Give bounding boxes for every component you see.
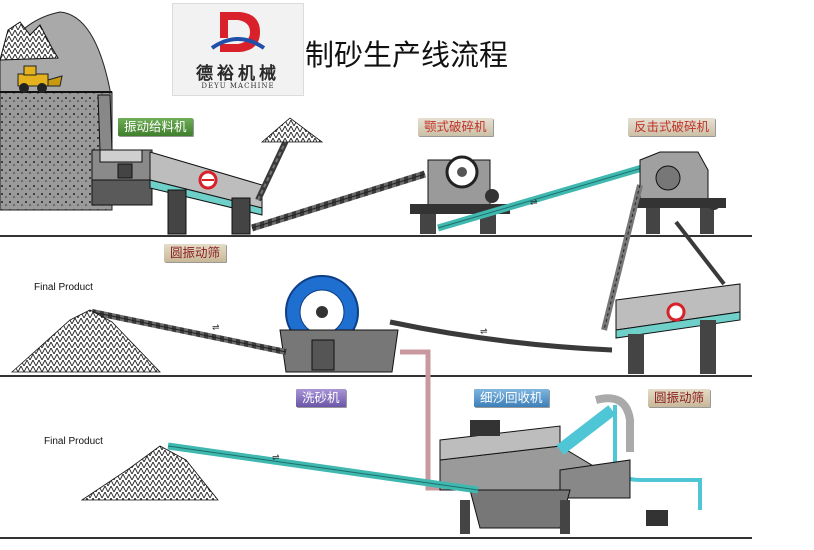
fine-sand-recycler: [439, 394, 668, 534]
final-product-label-1: Final Product: [34, 282, 93, 293]
label-sand-washer: 洗砂机: [296, 389, 346, 407]
conveyor-to-final-product-1: ⇌: [91, 309, 287, 355]
conveyor-to-impact-crusher: ⇌: [437, 164, 643, 232]
sand-washer: [279, 275, 399, 373]
diagram-title: 制砂生产线流程: [305, 38, 509, 72]
svg-text:⇌: ⇌: [530, 198, 538, 208]
svg-text:⇌: ⇌: [272, 453, 280, 463]
label-vibrating-screen-2: 圆振动筛: [648, 389, 711, 407]
jaw-crusher: [410, 155, 510, 234]
wheel-loader: [17, 65, 63, 93]
vibrating-screen-middle: [615, 283, 741, 374]
logo-brand-cn: 德裕机械: [196, 64, 280, 84]
logo-mark-icon: [210, 12, 266, 52]
sand-pile-2: [80, 445, 219, 501]
svg-text:⇌: ⇌: [212, 323, 220, 333]
impact-crusher: [636, 151, 726, 234]
final-product-label-2: Final Product: [44, 436, 103, 447]
conveyor-to-sand-washer: ⇌: [389, 319, 613, 353]
conveyor-impact-to-screen: [601, 184, 726, 331]
incline-conveyor-top-left: [255, 117, 324, 202]
label-fine-sand-recycler: 细沙回收机: [474, 389, 549, 407]
svg-text:⇌: ⇌: [480, 327, 488, 337]
conveyor-to-jaw-crusher: [250, 170, 427, 232]
logo-brand-en: DEYU MACHINE: [201, 82, 275, 90]
label-impact-crusher: 反击式破碎机: [628, 118, 716, 136]
vibrating-screen-top: [149, 151, 263, 235]
label-vibrating-feeder: 振动给料机: [118, 118, 193, 136]
label-jaw-crusher: 颚式破碎机: [418, 118, 493, 136]
sand-pile-1: [10, 309, 161, 373]
label-vibrating-screen-1: 圆振动筛: [164, 244, 227, 262]
company-logo: 德裕机械 DEYU MACHINE: [172, 3, 304, 96]
conveyor-to-final-product-2: ⇌: [167, 442, 479, 494]
vibrating-feeder: [91, 94, 153, 206]
